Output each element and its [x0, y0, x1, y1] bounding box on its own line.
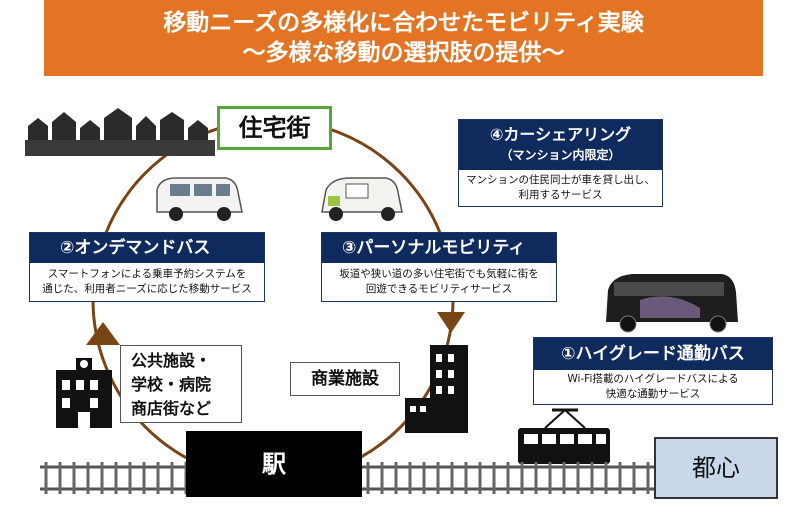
public-facilities-line1: 公共施設・ [131, 351, 212, 370]
public-facilities-box: 公共施設・ 学校・病院 商店街など [120, 345, 242, 423]
residential-area-box: 住宅街 [217, 106, 332, 150]
commercial-building-icon [405, 345, 468, 433]
loop-arrow-up [86, 322, 120, 345]
title-line2: ～多様な移動の選択肢の提供～ [242, 40, 565, 66]
station-label: 駅 [262, 450, 286, 478]
city-center-box: 都心 [654, 437, 778, 499]
commercial-facilities-label: 商業施設 [311, 369, 379, 389]
city-center-label: 都心 [692, 454, 740, 482]
public-building-icon [56, 358, 112, 428]
highgrade-desc-line2: 快適な通勤サービス [605, 388, 701, 400]
loop-arrow-down [437, 312, 465, 333]
car-share-card: ④カーシェアリング （マンション内限定） マンションの住民同士が車を貸し出し、 … [458, 119, 663, 207]
on-demand-bus-description: スマートフォンによる乗車予約システムを 通じた、利用者ニーズに応じた移動サービス [30, 263, 264, 297]
personal-mobility-description: 坂道や狭い道の多い住宅街でも気軽に街を 回遊できるモビリティサービス [322, 263, 556, 297]
car-share-subtitle: （マンション内限定） [500, 148, 621, 162]
on-demand-bus-header: ②オンデマンドバス [30, 233, 264, 263]
on-demand-desc-line1: スマートフォンによる乗車予約システムを [47, 268, 247, 280]
highgrade-bus-description: Wi-Fi搭載のハイグレードバスによる 快適な通勤サービス [534, 370, 772, 402]
personal-mobility-title: ③パーソナルモビリティ [342, 238, 526, 258]
commercial-facilities-box: 商業施設 [290, 362, 400, 396]
train-icon [518, 408, 610, 464]
coach-bus-icon [606, 274, 738, 333]
car-share-description: マンションの住民同士が車を貸し出し、 利用するサービス [459, 170, 662, 203]
car-share-title: ④カーシェアリング [489, 125, 632, 144]
highgrade-bus-title: ①ハイグレード通勤バス [561, 344, 745, 364]
title-line1: 移動ニーズの多様化に合わせたモビリティ実験 [163, 10, 644, 36]
on-demand-bus-title: ②オンデマンドバス [60, 238, 211, 258]
personal-desc-line1: 坂道や狭い道の多い住宅街でも気軽に街を [339, 268, 539, 280]
car-share-header: ④カーシェアリング （マンション内限定） [459, 120, 662, 170]
van-icon [156, 177, 243, 221]
station-box: 駅 [186, 431, 362, 497]
car-share-desc-line1: マンションの住民同士が車を貸し出し、 [466, 174, 655, 186]
railway-track [40, 465, 700, 491]
personal-mobility-card: ③パーソナルモビリティ 坂道や狭い道の多い住宅街でも気軽に街を 回遊できるモビリ… [321, 232, 557, 302]
public-facilities-line3: 商店街など [131, 399, 212, 418]
personal-mobility-icon [321, 177, 403, 221]
highgrade-bus-header: ①ハイグレード通勤バス [534, 338, 772, 370]
residential-skyline-icon [25, 108, 215, 156]
highgrade-bus-card: ①ハイグレード通勤バス Wi-Fi搭載のハイグレードバスによる 快適な通勤サービ… [533, 337, 773, 405]
public-facilities-line2: 学校・病院 [131, 375, 212, 394]
personal-desc-line2: 回遊できるモビリティサービス [365, 283, 513, 295]
car-share-desc-line2: 利用するサービス [518, 189, 603, 201]
title-banner: 移動ニーズの多様化に合わせたモビリティ実験 ～多様な移動の選択肢の提供～ [44, 0, 763, 76]
on-demand-bus-card: ②オンデマンドバス スマートフォンによる乗車予約システムを 通じた、利用者ニーズ… [29, 232, 265, 302]
on-demand-desc-line2: 通じた、利用者ニーズに応じた移動サービス [42, 283, 252, 295]
residential-area-label: 住宅街 [238, 114, 311, 142]
railway-ties [44, 462, 692, 494]
highgrade-desc-line1: Wi-Fi搭載のハイグレードバスによる [567, 373, 739, 385]
personal-mobility-header: ③パーソナルモビリティ [322, 233, 556, 263]
